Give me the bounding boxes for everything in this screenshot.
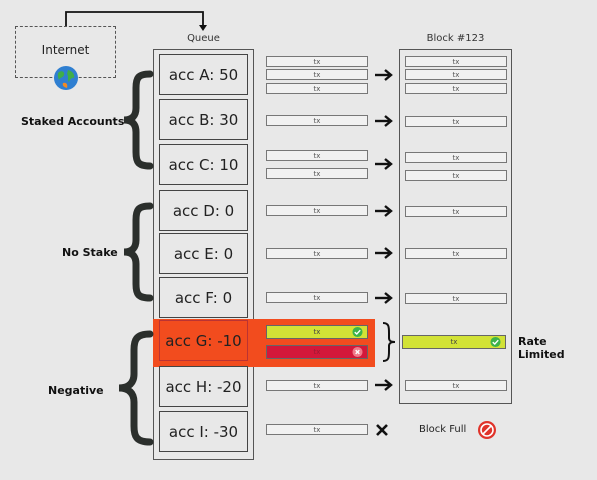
negative-brace xyxy=(118,330,154,446)
tx-f-1: tx xyxy=(266,292,368,303)
arrow-right-icon xyxy=(375,115,393,127)
tx-g-rejected-label: tx xyxy=(313,348,321,356)
staked-accounts-brace xyxy=(123,70,154,170)
tx-g-accepted: tx xyxy=(266,325,368,339)
block-title: Block #123 xyxy=(426,33,485,44)
tx-g-accepted-label: tx xyxy=(313,328,321,336)
account-e: acc E: 0 xyxy=(159,233,248,274)
tx-h-1: tx xyxy=(266,380,368,391)
tx-c-1: tx xyxy=(266,150,368,161)
check-icon xyxy=(490,336,501,348)
block-tx-g-1: tx xyxy=(402,335,506,349)
no-stake-label: No Stake xyxy=(62,246,118,259)
block-tx-h-1: tx xyxy=(405,380,507,391)
tx-i-1: tx xyxy=(266,424,368,435)
block-tx-c-1: tx xyxy=(405,152,507,163)
tx-a-1: tx xyxy=(266,56,368,67)
globe-icon xyxy=(54,66,78,90)
arrow-right-icon xyxy=(375,247,393,259)
queue-container xyxy=(153,49,254,460)
arrow-right-icon xyxy=(375,158,393,170)
rate-limited-label: Rate Limited xyxy=(518,335,565,361)
arrow-right-icon xyxy=(375,379,393,391)
account-d: acc D: 0 xyxy=(159,190,248,231)
block-tx-g-1-label: tx xyxy=(450,338,458,346)
block-tx-a-2: tx xyxy=(405,69,507,80)
negative-label: Negative xyxy=(48,384,104,397)
account-g: acc G: -10 xyxy=(159,320,248,361)
queue-title: Queue xyxy=(187,33,220,44)
block-tx-d-1: tx xyxy=(405,206,507,217)
tx-a-3: tx xyxy=(266,83,368,94)
arrow-right-icon xyxy=(375,205,393,217)
block-tx-a-3: tx xyxy=(405,83,507,94)
x-mark-icon xyxy=(376,424,388,436)
no-entry-icon xyxy=(478,421,496,439)
tx-c-2: tx xyxy=(266,168,368,179)
staked-accounts-label: Staked Accounts xyxy=(21,115,125,128)
block-container xyxy=(399,49,512,404)
tx-b-1: tx xyxy=(266,115,368,126)
rate-limit-brace xyxy=(382,322,396,362)
reject-icon xyxy=(352,346,363,358)
account-a: acc A: 50 xyxy=(159,54,248,95)
block-tx-b-1: tx xyxy=(405,116,507,127)
tx-e-1: tx xyxy=(266,248,368,259)
block-tx-c-2: tx xyxy=(405,170,507,181)
internet-label: Internet xyxy=(41,43,90,57)
check-icon xyxy=(352,326,363,338)
account-c: acc C: 10 xyxy=(159,144,248,185)
tx-d-1: tx xyxy=(266,205,368,216)
arrow-right-icon xyxy=(375,292,393,304)
block-full-label: Block Full xyxy=(419,424,467,435)
arrow-right-icon xyxy=(375,69,393,81)
tx-a-2: tx xyxy=(266,69,368,80)
block-tx-e-1: tx xyxy=(405,248,507,259)
block-tx-f-1: tx xyxy=(405,293,507,304)
account-b: acc B: 30 xyxy=(159,99,248,140)
no-stake-brace xyxy=(123,202,154,302)
tx-g-rejected: tx xyxy=(266,345,368,359)
account-h: acc H: -20 xyxy=(159,366,248,407)
account-i: acc I: -30 xyxy=(159,411,248,452)
account-f: acc F: 0 xyxy=(159,277,248,318)
block-tx-a-1: tx xyxy=(405,56,507,67)
